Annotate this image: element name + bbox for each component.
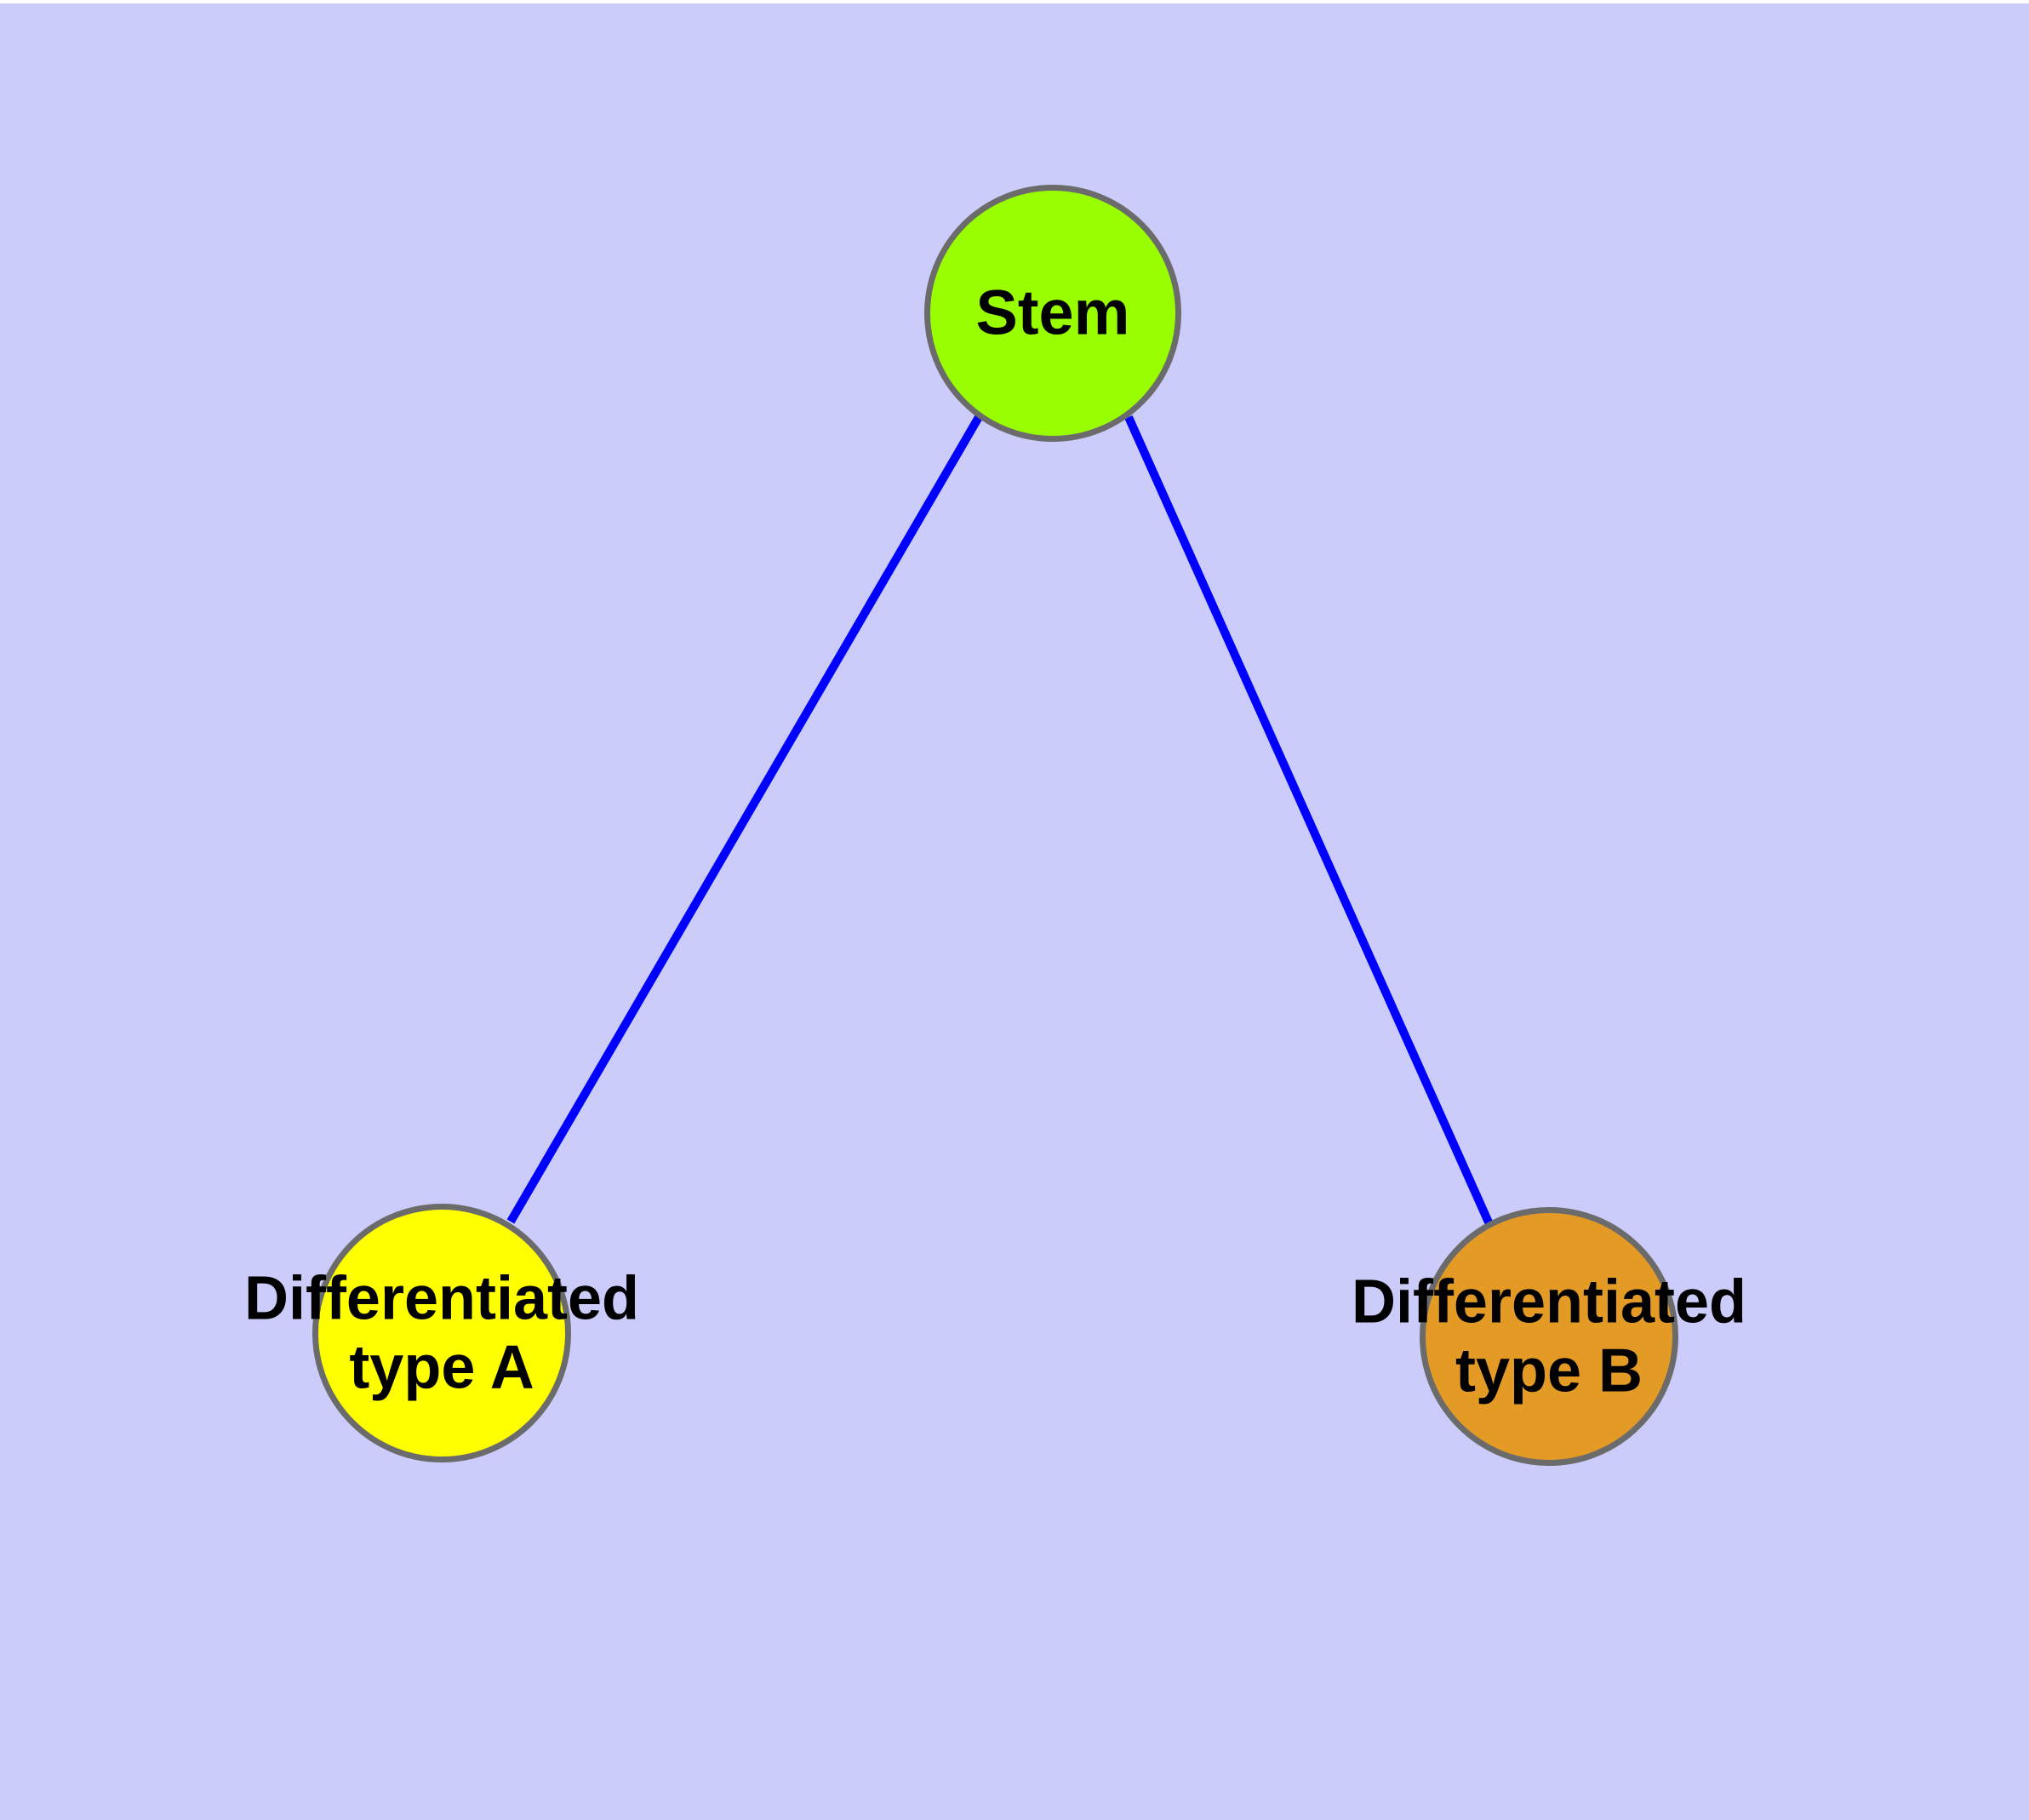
edge-stem-to-differentiated-type-a (506, 415, 983, 1224)
node-differentiated-type-a[interactable]: Differentiated type A (244, 1204, 639, 1462)
edge-stem-to-differentiated-type-b (1124, 415, 1494, 1227)
node-stem-label: Stem (975, 277, 1130, 348)
node-stem[interactable]: Stem (924, 185, 1181, 442)
node-differentiated-type-b[interactable]: Differentiated type B (1352, 1207, 1746, 1466)
